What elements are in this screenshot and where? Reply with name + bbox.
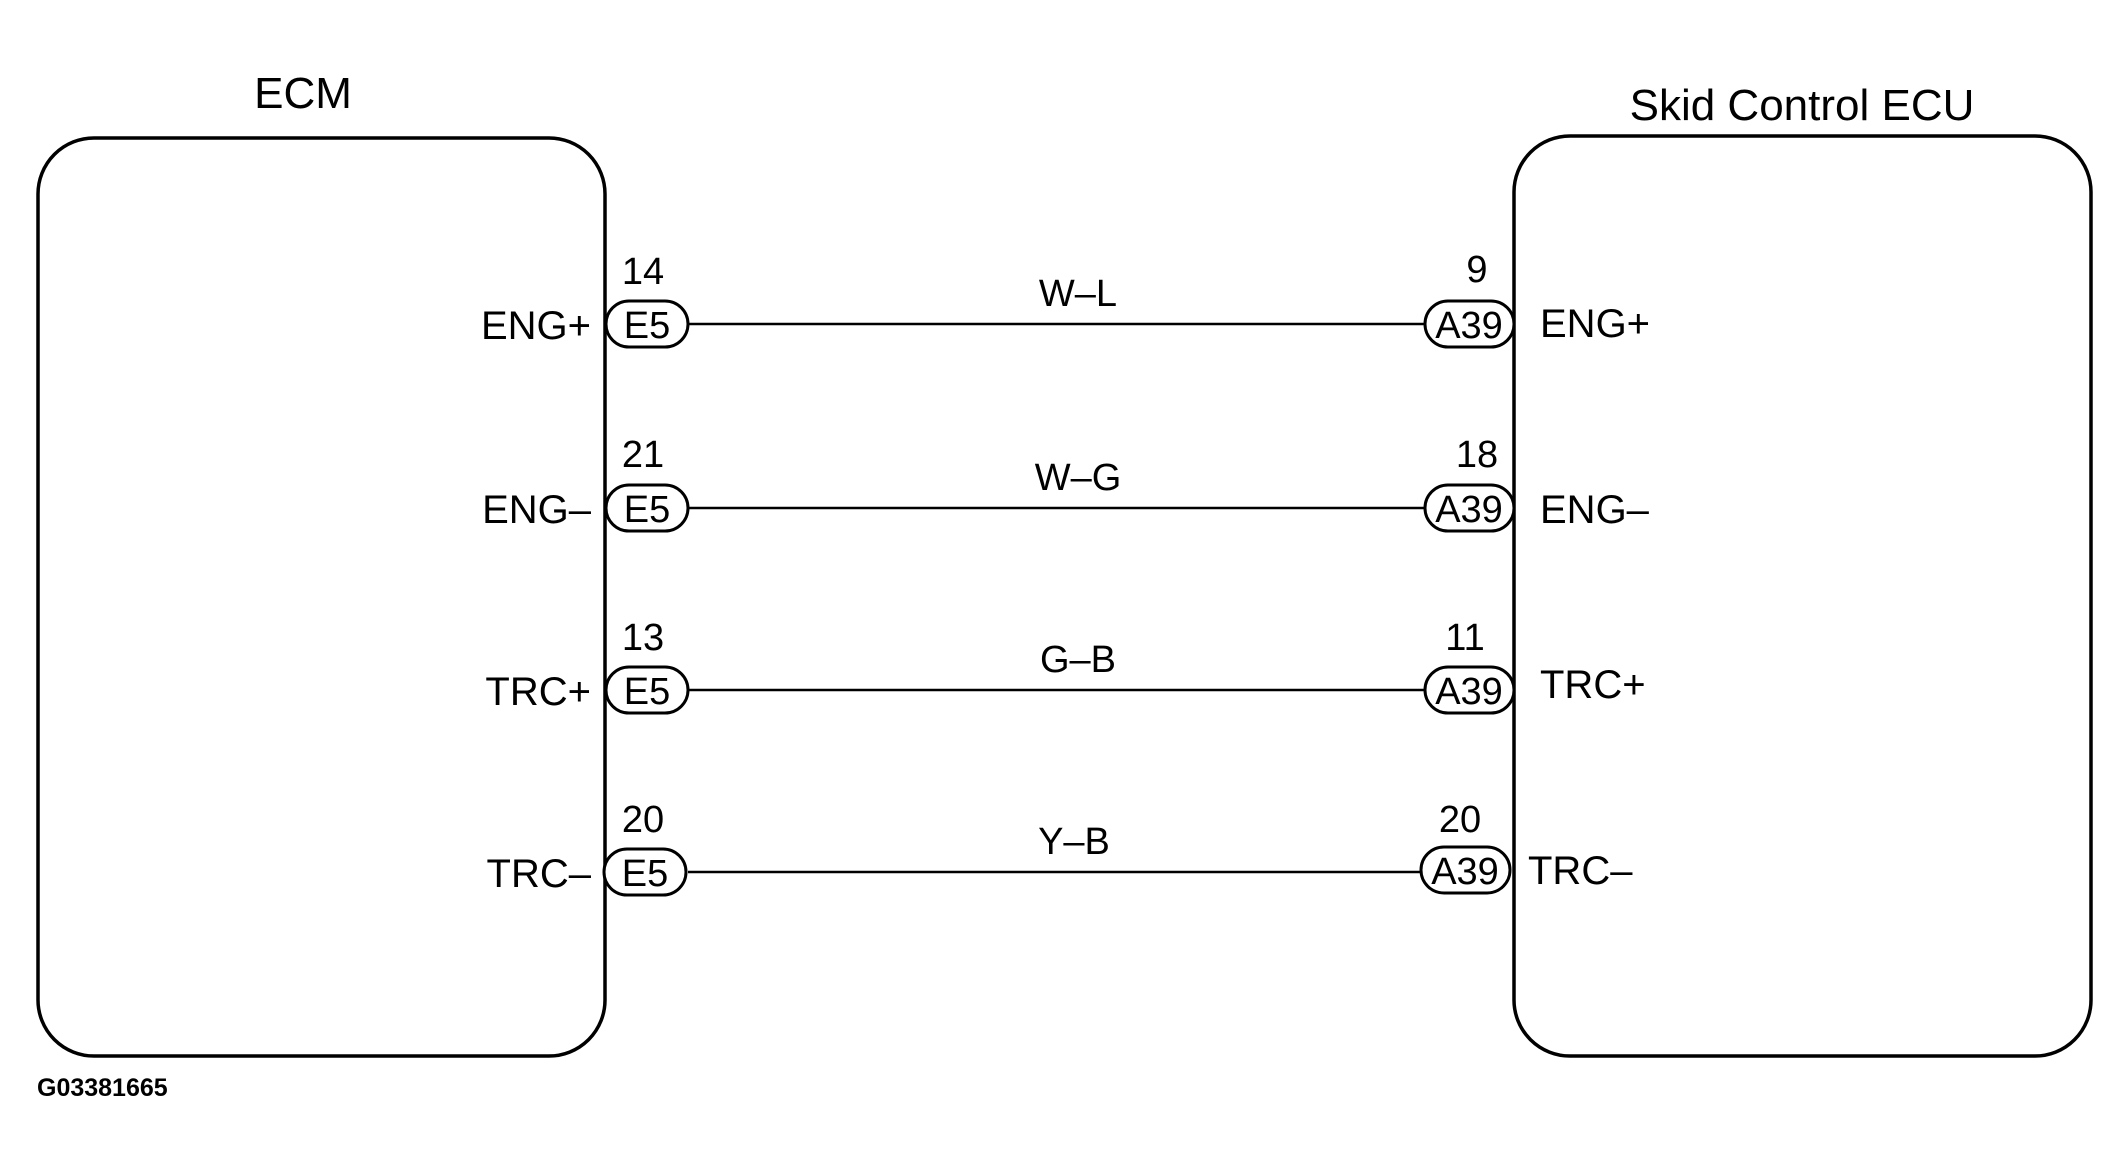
ecm-connector-label: E5 [624, 305, 670, 347]
skid-control-ecu-box [1512, 134, 2093, 1058]
ecm-signal-label: TRC+ [485, 670, 591, 714]
circuit-row: ENG– 21 E5 W–G 18 A39 ENG– [482, 434, 1650, 533]
ecm-connector-label: E5 [624, 671, 670, 713]
ecm-box [36, 136, 607, 1058]
figure-id: G03381665 [37, 1074, 168, 1102]
wire-color-label: W–L [1039, 273, 1117, 315]
ecm-connector-label: E5 [622, 853, 668, 895]
skid-ecu-pin-number: 20 [1439, 799, 1481, 841]
ecm-connector-label: E5 [624, 489, 670, 531]
skid-ecu-connector [1423, 483, 1516, 533]
circuit-row: TRC– 20 E5 Y–B 20 A39 TRC– [487, 799, 1633, 897]
wire-color-label: G–B [1040, 639, 1116, 681]
skid-ecu-connector [1423, 665, 1516, 715]
skid-ecu-pin-number: 9 [1466, 249, 1487, 291]
ecm-signal-label: ENG+ [481, 304, 591, 348]
wire-color-label: W–G [1035, 457, 1122, 499]
ecm-signal-label: TRC– [487, 852, 592, 896]
ecm-title: ECM [254, 69, 352, 118]
skid-ecu-signal-label: TRC+ [1540, 663, 1646, 707]
skid-ecu-connector-label: A39 [1435, 671, 1503, 713]
skid-ecu-pin-number: 18 [1456, 434, 1498, 476]
ecm-pin-number: 20 [622, 799, 664, 841]
skid-ecu-signal-label: ENG– [1540, 488, 1650, 532]
ecm-connector [602, 847, 688, 897]
skid-ecu-connector [1419, 845, 1512, 895]
skid-control-ecu-title: Skid Control ECU [1630, 81, 1975, 130]
skid-ecu-pin-number: 11 [1445, 617, 1484, 659]
circuit-row: ENG+ 14 E5 W–L 9 A39 ENG+ [481, 249, 1650, 349]
ecm-connector [604, 665, 690, 715]
skid-ecu-connector-label: A39 [1435, 305, 1503, 347]
ecm-connector [604, 483, 690, 533]
skid-ecu-signal-label: ENG+ [1540, 302, 1650, 346]
ecm-pin-number: 14 [622, 251, 664, 293]
ecm-signal-label: ENG– [482, 488, 592, 532]
ecm-connector [604, 299, 690, 349]
wire-color-label: Y–B [1038, 821, 1110, 863]
ecm-pin-number: 13 [622, 617, 664, 659]
skid-ecu-connector-label: A39 [1435, 489, 1503, 531]
circuit-row: TRC+ 13 E5 G–B 11 A39 TRC+ [485, 617, 1646, 715]
ecm-pin-number: 21 [622, 434, 664, 476]
skid-ecu-connector-label: A39 [1431, 851, 1499, 893]
skid-ecu-signal-label: TRC– [1528, 849, 1633, 893]
skid-ecu-connector [1423, 299, 1516, 349]
